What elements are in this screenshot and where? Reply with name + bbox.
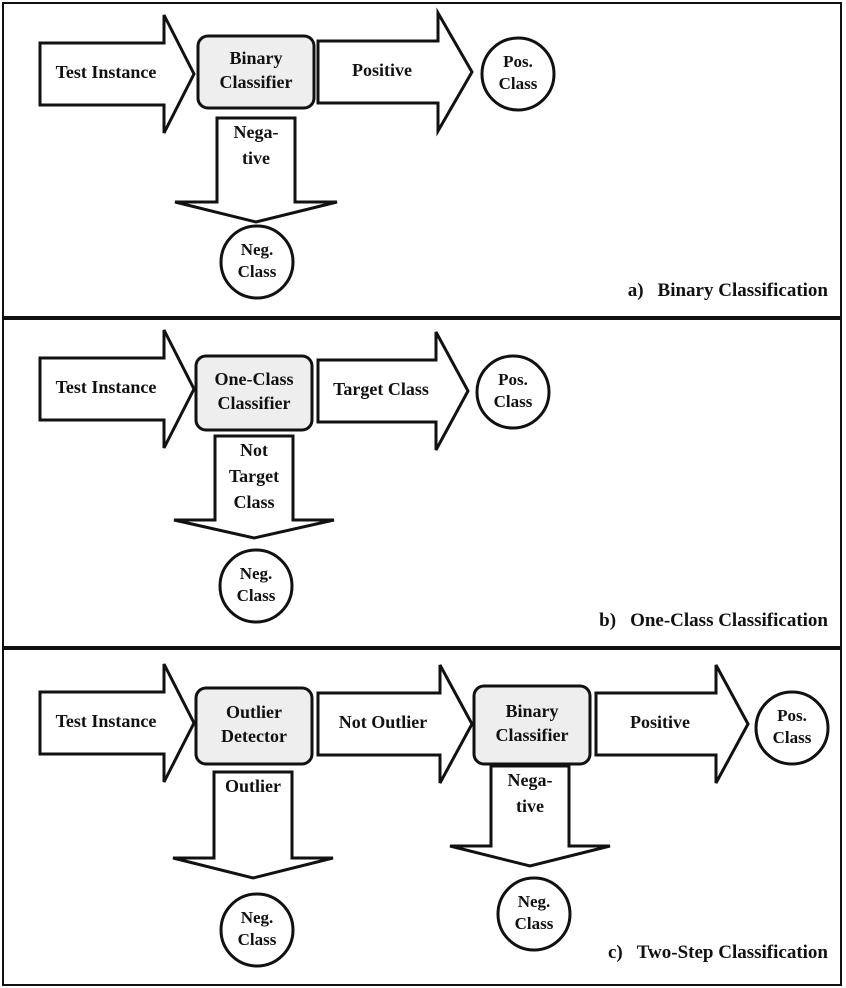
negative-arrow-label: tive [242, 148, 270, 168]
panel-caption: a) Binary Classification [628, 280, 828, 302]
target-class-arrow: Target Class [316, 331, 470, 451]
negative-arrow: Nega-tive [174, 116, 338, 224]
outlier-arrow: Outlier [172, 770, 334, 880]
pos-class-circle-label: Class [499, 74, 538, 93]
pos-class-circle: Pos. Class [480, 36, 556, 112]
negative-arrow: Nega-tive [449, 764, 611, 868]
panel-caption: c) Two-Step Classification [608, 942, 828, 964]
test-instance-arrow: Test Instance [38, 663, 196, 783]
pos-class-circle-label: Pos. [503, 52, 533, 71]
test-instance-arrow: Test Instance [38, 329, 196, 449]
caption-text: One-Class Classification [630, 610, 828, 631]
negative-arrow-label: tive [516, 796, 544, 816]
pos-class-circle-label: Class [773, 728, 812, 747]
neg-class-circle-label: Class [238, 262, 277, 281]
binary-classifier-box-label: Binary [229, 48, 282, 68]
neg-class-circle-negative-label: Neg. [518, 892, 551, 911]
test-instance-arrow: Test Instance [38, 14, 196, 134]
neg-class-circle-negative-label: Class [515, 914, 554, 933]
test-instance-arrow-label: Test Instance [56, 711, 157, 731]
neg-class-circle-negative: Neg. Class [496, 876, 572, 952]
test-instance-arrow-label: Test Instance [56, 62, 157, 82]
outlier-detector-box-label: Detector [221, 726, 287, 746]
pos-class-circle-label: Class [494, 392, 533, 411]
neg-class-circle: Neg. Class [219, 224, 295, 300]
binary-classifier-box-label: Classifier [220, 72, 293, 92]
not-outlier-arrow-label: Not Outlier [339, 712, 427, 732]
one-class-classifier-box-label: Classifier [218, 393, 291, 413]
pos-class-circle-label: Pos. [498, 370, 528, 389]
not-outlier-arrow: Not Outlier [316, 664, 474, 784]
caption-text: Binary Classification [657, 280, 828, 301]
neg-class-circle-label: Class [237, 586, 276, 605]
outlier-arrow-label: Outlier [225, 776, 281, 796]
positive-arrow-label: Positive [352, 60, 412, 80]
not-target-class-arrow-label: Target [229, 466, 279, 486]
outlier-detector-box-label: Outlier [226, 702, 282, 722]
one-class-classifier-box-label: One-Class [214, 369, 293, 389]
binary-classifier-box-label: Binary [505, 701, 558, 721]
caption-letter: b) [599, 610, 617, 631]
binary-classifier-box-label: Classifier [496, 725, 569, 745]
negative-arrow-label: Nega- [508, 770, 553, 790]
pos-class-circle-label: Pos. [777, 706, 807, 725]
positive-arrow: Positive [594, 664, 750, 784]
caption-letter: c) [608, 942, 623, 963]
positive-arrow-label: Positive [630, 712, 690, 732]
target-class-arrow-label: Target Class [333, 379, 429, 399]
caption-letter: a) [627, 280, 644, 301]
neg-class-circle-label: Neg. [240, 564, 273, 583]
negative-arrow-label: Nega- [234, 122, 279, 142]
pos-class-circle: Pos. Class [475, 354, 551, 430]
positive-arrow: Positive [316, 7, 474, 137]
neg-class-circle: Neg. Class [218, 548, 294, 624]
not-target-class-arrow-label: Not [240, 440, 268, 460]
neg-class-circle-outlier-label: Class [238, 930, 277, 949]
neg-class-circle-label: Neg. [241, 240, 274, 259]
caption-text: Two-Step Classification [636, 942, 828, 963]
panel-caption: b) One-Class Classification [599, 610, 828, 632]
neg-class-circle-outlier: Neg. Class [219, 892, 295, 968]
test-instance-arrow-label: Test Instance [56, 377, 157, 397]
pos-class-circle: Pos. Class [754, 690, 830, 766]
not-target-class-arrow-label: Class [233, 492, 274, 512]
neg-class-circle-outlier-label: Neg. [241, 908, 274, 927]
